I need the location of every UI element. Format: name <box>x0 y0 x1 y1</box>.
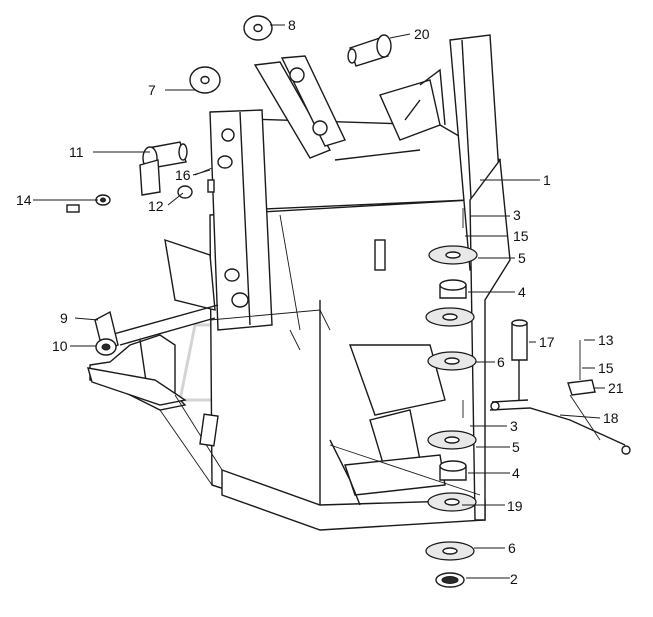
callout-20: 20 <box>414 26 430 42</box>
callout-4-lower: 4 <box>512 465 520 481</box>
callout-10: 10 <box>52 338 68 354</box>
callout-12: 12 <box>148 198 164 214</box>
callout-6-upper: 6 <box>497 354 505 370</box>
callout-15-upper: 15 <box>513 228 529 244</box>
leader-lines <box>33 24 605 579</box>
callout-3-upper: 3 <box>513 207 521 223</box>
callout-4-upper: 4 <box>518 284 526 300</box>
callout-5-lower: 5 <box>512 439 520 455</box>
callout-5-upper: 5 <box>518 250 526 266</box>
callout-labels: 1 2 3 3 4 4 5 5 6 6 7 8 9 10 11 12 13 14… <box>16 17 624 587</box>
callout-1: 1 <box>543 172 551 188</box>
callout-6-lower: 6 <box>508 540 516 556</box>
callout-8: 8 <box>288 17 296 33</box>
callout-11: 11 <box>69 144 84 160</box>
callout-15-lower: 15 <box>598 360 614 376</box>
callout-21: 21 <box>608 380 624 396</box>
callout-7: 7 <box>148 82 156 98</box>
callout-17: 17 <box>539 334 555 350</box>
callout-18: 18 <box>603 410 619 426</box>
callout-19: 19 <box>507 498 523 514</box>
callout-9: 9 <box>60 310 68 326</box>
callout-3-lower: 3 <box>510 418 518 434</box>
callout-2: 2 <box>510 571 518 587</box>
callout-13: 13 <box>598 332 614 348</box>
exploded-parts <box>66 15 631 588</box>
callout-16: 16 <box>175 167 191 183</box>
callout-14: 14 <box>16 192 32 208</box>
